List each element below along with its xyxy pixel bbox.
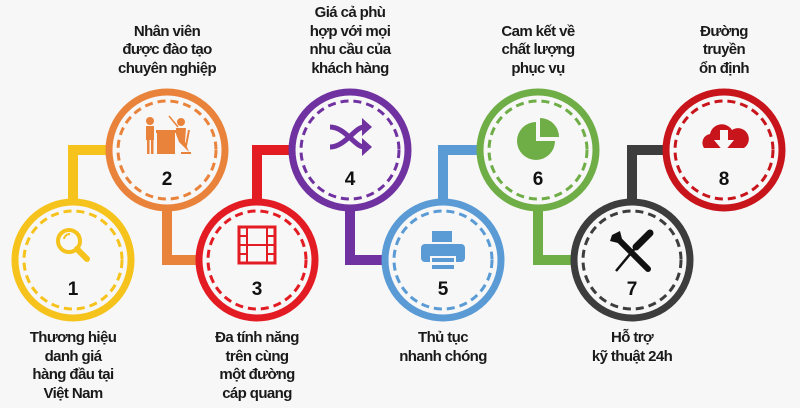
step-number: 8 <box>719 169 730 190</box>
step-label-line: chất lượng <box>501 41 575 58</box>
step-label-line: nhanh chóng <box>399 347 487 365</box>
step-label-line: Thủ tục <box>418 329 469 346</box>
step-dashed-ring <box>299 99 401 201</box>
connector-line <box>627 145 668 202</box>
pie-chart-icon <box>517 118 559 160</box>
step-3: 3 <box>195 198 319 322</box>
step-7: 7 <box>570 198 694 322</box>
step-label-line: chuyên nghiệp <box>117 59 217 77</box>
step-1: 1 <box>11 198 135 322</box>
step-label-line: truyền <box>702 41 746 58</box>
step-label-line: Cam kết về <box>501 22 575 40</box>
step-label-line: Giá cả phù <box>314 4 386 21</box>
connector-line <box>438 145 482 202</box>
step-number: 4 <box>345 169 356 190</box>
step-label-line: ổn định <box>699 59 750 77</box>
step-label-line: hợp với mọi <box>309 22 391 40</box>
search-icon <box>56 228 90 262</box>
cloud-download-icon <box>702 124 749 152</box>
step-label-line: Thương hiệu <box>29 329 117 346</box>
connector-line <box>68 145 111 202</box>
step-dashed-ring <box>22 209 124 311</box>
step-dashed-ring <box>206 209 308 311</box>
connector-line <box>345 208 387 265</box>
connector-line <box>533 208 576 265</box>
step-label-line: hàng đầu tại <box>32 366 114 383</box>
step-number: 5 <box>438 279 449 300</box>
step-ring <box>570 198 694 322</box>
step-4: 4 <box>288 88 412 212</box>
step-number: 2 <box>162 169 173 190</box>
step-label-line: Đường <box>700 22 748 40</box>
connector-line <box>162 208 201 265</box>
step-ring <box>195 198 319 322</box>
step-dashed-ring <box>673 99 775 201</box>
step-ring <box>11 198 135 322</box>
step-number: 3 <box>252 279 263 300</box>
shuffle-icon <box>329 118 372 156</box>
printer-icon <box>421 231 465 272</box>
step-label-line: Đa tính năng <box>215 329 299 346</box>
step-label-line: Nhân viên <box>133 22 201 40</box>
step-dashed-ring <box>487 99 589 201</box>
film-icon <box>237 225 277 265</box>
step-label-line: khách hàng <box>311 59 389 77</box>
step-label-line: cáp quang <box>222 384 292 402</box>
connector-line <box>252 145 294 202</box>
step-label-line: danh giá <box>44 347 102 365</box>
step-label-line: trên cùng <box>225 347 290 365</box>
step-label-line: một đường <box>219 366 295 383</box>
step-label-line: được đào tạo <box>122 41 212 58</box>
office-meeting-icon <box>146 115 191 154</box>
step-label-line: kỹ thuật 24h <box>591 347 673 365</box>
step-label-line: Việt Nam <box>43 384 103 402</box>
step-number: 7 <box>627 279 638 300</box>
step-dashed-ring <box>392 209 494 311</box>
step-label-line: Hỗ trợ <box>610 329 654 346</box>
step-label-line: nhu cầu của <box>309 41 392 58</box>
step-label-line: phục vụ <box>511 59 565 77</box>
wrench-screwdriver-icon <box>610 229 654 272</box>
step-number: 1 <box>68 279 79 300</box>
step-ring <box>288 88 412 212</box>
step-number: 6 <box>533 169 544 190</box>
step-dashed-ring <box>581 209 683 311</box>
step-dashed-ring <box>116 99 218 201</box>
